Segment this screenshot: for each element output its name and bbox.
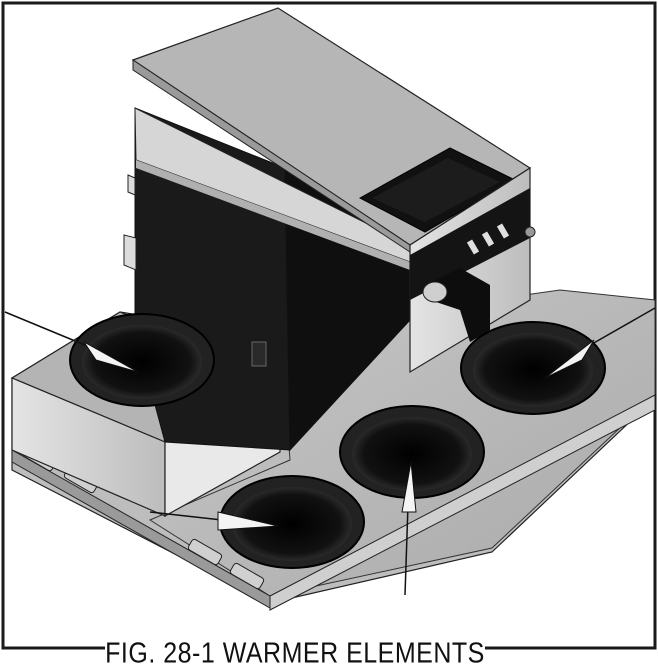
callout-arrow-2: [544, 307, 656, 379]
warmer-element-2: [460, 321, 606, 415]
callout-arrow-4: [149, 511, 279, 531]
callout-arrow-3: [401, 461, 417, 596]
figure-caption: FIG. 28-1 WARMER ELEMENTS: [105, 636, 485, 671]
warmer-element-3: [339, 405, 485, 499]
figure-border: [1, 1, 657, 650]
warmer-element-4: [219, 475, 365, 569]
warmer-element-1: [69, 313, 215, 407]
foot-right-2: [229, 562, 265, 590]
callout-arrow-1: [4, 311, 139, 373]
foot-right-1: [187, 538, 223, 566]
